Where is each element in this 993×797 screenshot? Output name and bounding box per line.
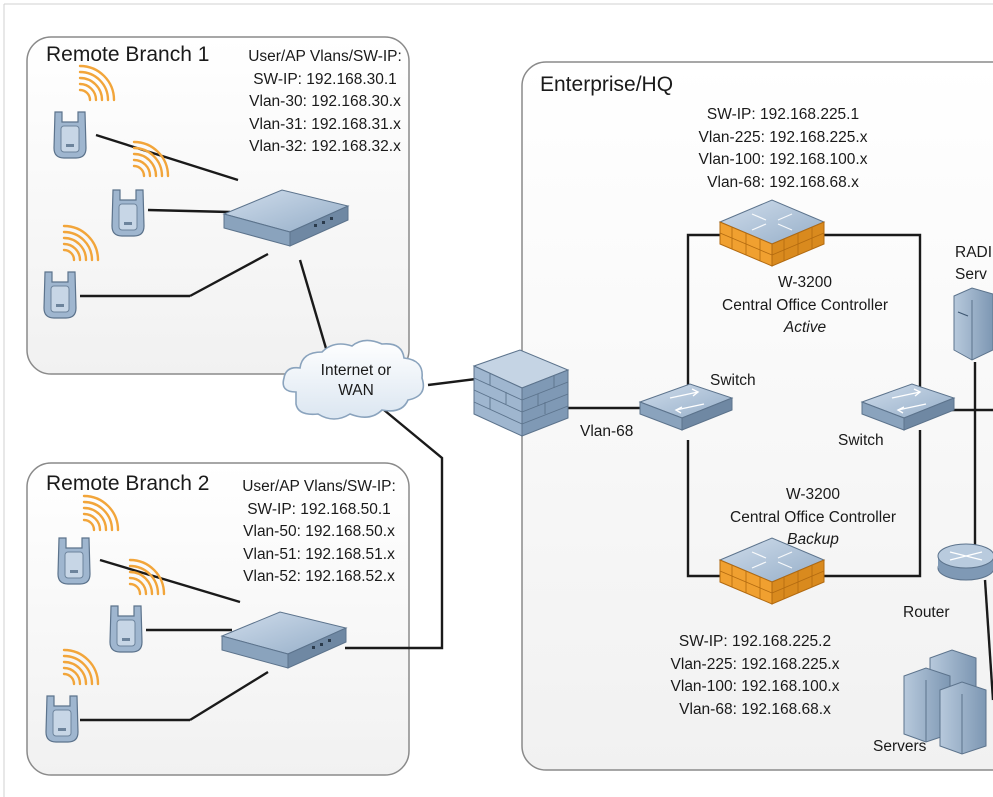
b1-link-ap2	[147, 208, 231, 214]
switch-left-label: Switch	[710, 372, 756, 389]
b1-link-ap3-b	[189, 252, 269, 298]
backup-controller-desc: Central Office Controller	[730, 508, 896, 526]
branch1-info-line: SW-IP: 192.168.30.1	[253, 70, 397, 88]
active-controller-model: W-3200	[778, 274, 832, 291]
switch-right-label: Switch	[838, 432, 884, 449]
vlan68-label: Vlan-68	[580, 423, 634, 440]
radius-label: RADI Serv	[955, 242, 992, 286]
branch1-info-line: User/AP Vlans/SW-IP:	[248, 48, 402, 65]
branch1-info-line: Vlan-30: 192.168.30.x	[249, 93, 401, 110]
branch2-info-line: Vlan-51: 192.168.51.x	[243, 545, 395, 563]
connection-lines	[80, 133, 993, 722]
cloud-label-line1: Internet or	[320, 362, 392, 379]
backup-info-line: Vlan-68: 192.168.68.x	[679, 700, 831, 718]
branch2-vlan-info: User/AP Vlans/SW-IP: SW-IP: 192.168.50.1…	[226, 476, 412, 589]
backup-controller-caption: W-3200 Central Office Controller Backup	[708, 484, 918, 552]
cloud-label: Internet or WAN	[306, 361, 406, 401]
backup-controller-role: Backup	[787, 531, 839, 548]
backup-info-line: Vlan-100: 192.168.100.x	[670, 678, 840, 695]
router-icon	[937, 543, 993, 581]
branch1-box	[26, 36, 410, 375]
backup-info-line: SW-IP: 192.168.225.2	[678, 633, 832, 650]
branch1-info-line: Vlan-31: 192.168.31.x	[249, 115, 401, 133]
active-controller-desc: Central Office Controller	[722, 296, 888, 314]
active-info-line: Vlan-68: 192.168.68.x	[707, 173, 859, 191]
b1-link-ap1	[95, 133, 239, 182]
cloud-label-line2: WAN	[338, 382, 374, 399]
hq-title: Enterprise/HQ	[540, 73, 674, 96]
branch2-box	[26, 462, 410, 776]
radius-server-icon	[953, 287, 993, 361]
firewall-icon	[472, 349, 570, 437]
hq-link-backup-switch	[820, 430, 922, 578]
internet-cloud-icon	[282, 339, 425, 420]
branch2-info-line: SW-IP: 192.168.50.1	[247, 500, 391, 518]
branch1-vlan-info: User/AP Vlans/SW-IP: SW-IP: 192.168.30.1…	[232, 46, 418, 159]
backup-controller-model: W-3200	[786, 486, 840, 503]
branch2-info-line: Vlan-50: 192.168.50.x	[243, 523, 395, 540]
branch1-title: Remote Branch 1	[46, 43, 210, 66]
b2-link-ap3-b	[189, 670, 269, 722]
active-controller-info: SW-IP: 192.168.225.1 Vlan-225: 192.168.2…	[680, 104, 886, 194]
b2-link-ap1	[99, 558, 241, 604]
active-info-line: SW-IP: 192.168.225.1	[706, 106, 860, 123]
b1-link-wan	[298, 259, 332, 363]
radius-label-line2: Serv	[955, 266, 987, 283]
active-info-line: Vlan-225: 192.168.225.x	[698, 128, 868, 146]
branch2-info-line: User/AP Vlans/SW-IP:	[242, 478, 396, 495]
servers-icon	[903, 649, 987, 755]
branch2-info-line: Vlan-52: 192.168.52.x	[243, 568, 395, 585]
servers-label: Servers	[873, 738, 927, 755]
hq-link-switch-backup	[686, 440, 730, 578]
hq-link-active-switch	[820, 233, 922, 392]
active-controller-role: Active	[783, 319, 827, 336]
branch1-info-line: Vlan-32: 192.168.32.x	[249, 138, 401, 155]
b2-link-wan	[345, 409, 444, 650]
router-label: Router	[903, 604, 950, 621]
active-controller-caption: W-3200 Central Office Controller Active	[700, 272, 910, 340]
branch2-title: Remote Branch 2	[46, 472, 210, 495]
active-info-line: Vlan-100: 192.168.100.x	[698, 151, 868, 168]
hq-link-router-servers	[983, 579, 993, 701]
backup-controller-info: SW-IP: 192.168.225.2 Vlan-225: 192.168.2…	[652, 631, 858, 721]
backup-info-line: Vlan-225: 192.168.225.x	[670, 655, 840, 673]
hq-link-switch-active	[686, 233, 730, 385]
radius-label-line1: RADI	[955, 244, 993, 261]
